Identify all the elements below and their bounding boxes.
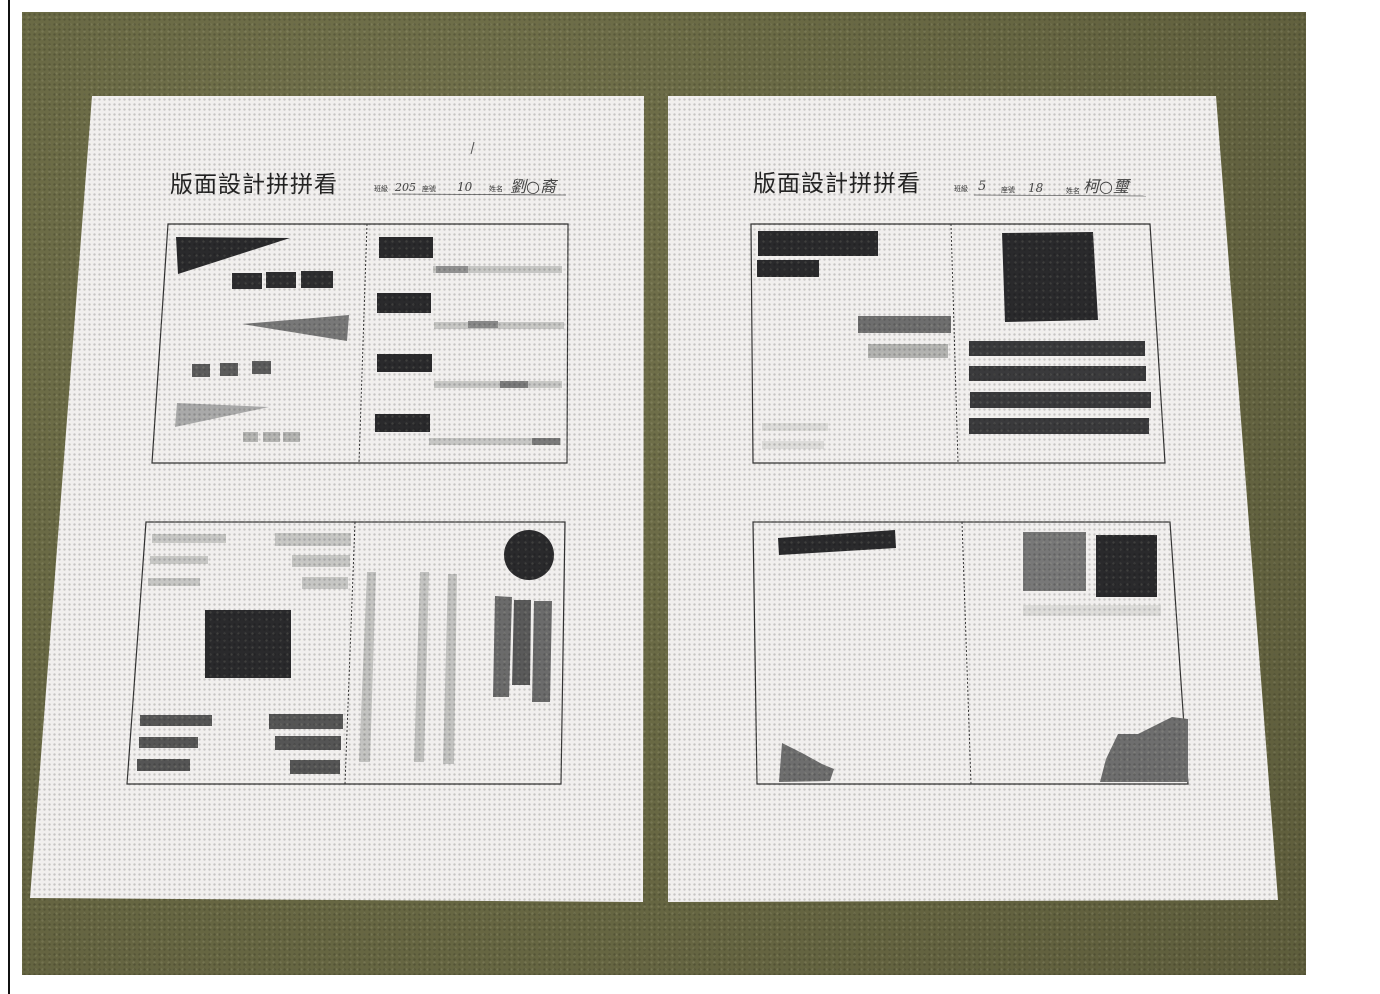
left-class-value: 205 [394,181,416,194]
right-class-label: 班級 [954,184,968,193]
left-sheet-title: 版面設計拼拼看 [170,172,338,198]
right-seat-value: 18 [1028,181,1044,195]
right-sheet: 版面設計拼拼看 班級 5 座號 18 姓名 柯○璽 [668,96,1278,902]
right-spread-top [750,223,1166,464]
right-seat-label: 座號 [1001,185,1015,194]
left-name-value: 劉○裔 [510,177,559,196]
left-sheet: 版面設計拼拼看 班級 205 座號 10 姓名 劉○裔 [30,96,644,902]
right-header-underline [973,194,1147,197]
right-class-value: 5 [978,179,986,194]
left-border-line [8,0,10,994]
left-class-label: 班級 [374,184,388,193]
photo-scene: 版面設計拼拼看 班級 205 座號 10 姓名 劉○裔 [30,96,1278,902]
left-spread-bottom [126,521,566,785]
right-spread-bottom [752,521,1189,785]
right-paper [668,96,1278,902]
right-name-label: 姓名 [1066,186,1080,195]
left-name-label: 姓名 [489,184,503,193]
photo: 版面設計拼拼看 班級 205 座號 10 姓名 劉○裔 [22,12,1306,975]
right-sheet-title: 版面設計拼拼看 [753,171,921,197]
left-pencil-mark [470,141,475,155]
left-header-underline [391,193,567,196]
left-spread-top [151,223,569,464]
left-seat-label: 座號 [422,184,436,193]
left-seat-value: 10 [457,180,473,194]
left-paper [30,96,644,902]
right-name-value: 柯○璽 [1083,177,1132,196]
